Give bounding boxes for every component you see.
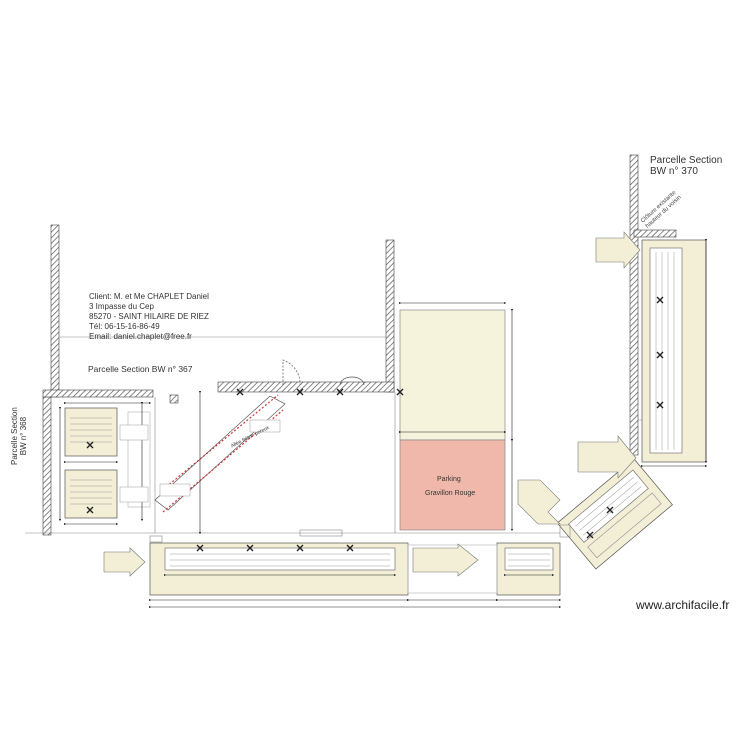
callout-arrow — [103, 547, 146, 577]
parcel-label-368: Parcelle Section BW n° 368 — [10, 407, 28, 465]
parcel-370-line2: BW n° 370 — [650, 166, 698, 177]
parking-label: Parking — [437, 476, 461, 483]
callout-arrow — [577, 435, 637, 479]
client-name: Client: M. et Me CHAPLET Daniel — [89, 292, 209, 301]
parcel-label-367: Parcelle Section BW n° 367 — [88, 364, 193, 374]
planter-left-top — [64, 407, 118, 457]
parcel-368-line1: Parcelle Section — [10, 407, 19, 465]
planter-left-bottom — [64, 469, 118, 519]
wall-small-post — [169, 394, 179, 404]
dimension-lines — [58, 238, 708, 609]
callout-arrow — [517, 479, 561, 525]
client-info: Client: M. et Me CHAPLET Daniel 3 Impass… — [89, 292, 209, 342]
client-phone: Tél: 06-15-16-86-49 — [89, 322, 160, 331]
annotation-notes — [119, 419, 281, 503]
callout-arrow — [412, 543, 479, 577]
wall-left-upper — [50, 224, 60, 398]
client-city: 85270 - SAINT HILAIRE DE RIEZ — [89, 312, 209, 321]
wall-center-vertical — [385, 239, 395, 393]
callout-arrow — [595, 231, 641, 269]
client-address: 3 Impasse du Cep — [89, 302, 154, 311]
dimension-markers — [86, 296, 664, 552]
wall-right-top — [633, 229, 677, 238]
cream-zone — [399, 309, 506, 441]
wall-right-vertical — [629, 154, 639, 456]
gate-elements — [149, 524, 571, 543]
right-planter — [641, 239, 707, 463]
watermark: www.archifacile.fr — [636, 598, 730, 612]
parcel-368-line2: BW n° 368 — [19, 416, 28, 456]
bottom-planters — [149, 542, 561, 596]
wall-left-top-ledge — [42, 389, 154, 398]
corner-planter — [556, 458, 673, 570]
wall-center-top — [217, 381, 395, 393]
wall-left-lower — [42, 396, 52, 536]
parking-zone — [399, 439, 506, 531]
parcel-370-line1: Parcelle Section — [650, 155, 723, 166]
parcel-label-370: Parcelle Section BW n° 370 — [650, 155, 722, 177]
client-email: Email: daniel.chaplet@free.fr — [89, 332, 192, 341]
door-swing — [282, 359, 365, 386]
walls — [42, 154, 677, 536]
callout-arrows — [103, 231, 641, 577]
left-planters — [64, 407, 151, 519]
parking-surface-label: Gravillon Rouge — [425, 490, 476, 497]
